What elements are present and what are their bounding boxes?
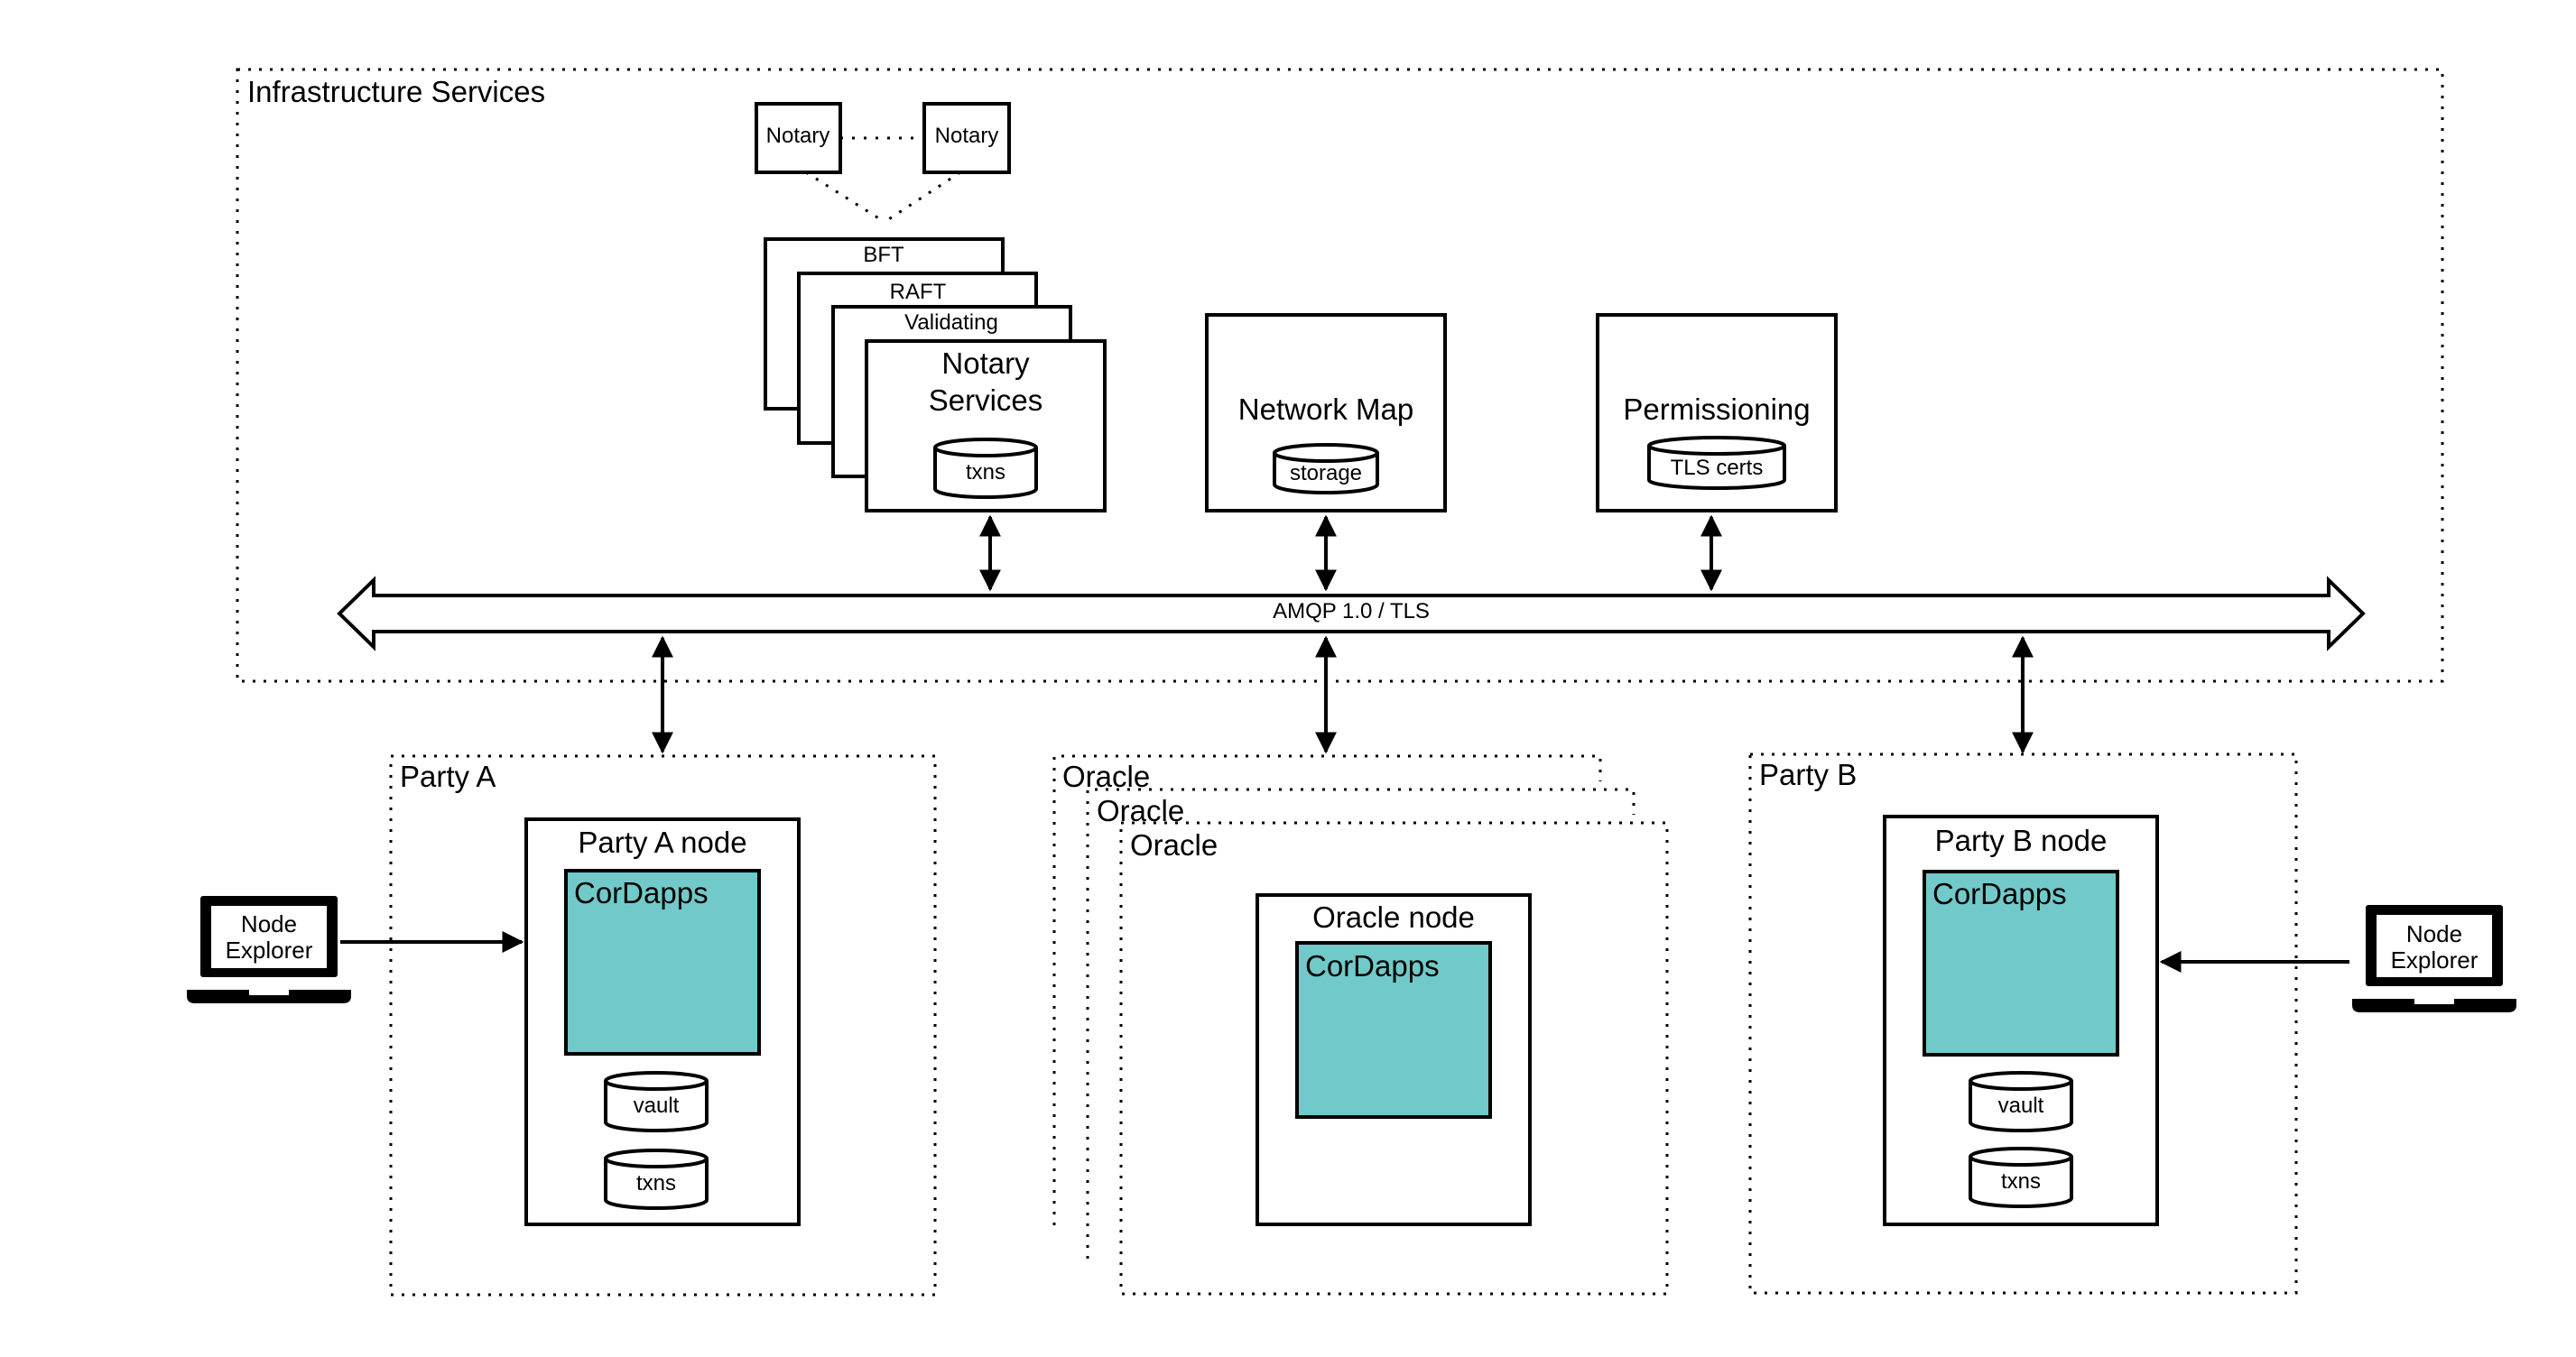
notary-b-label: Notary bbox=[935, 124, 999, 148]
raft-label: RAFT bbox=[890, 280, 947, 304]
infrastructure-services-group: Infrastructure Services Notary Notary BF… bbox=[236, 68, 2444, 683]
amqp-bus-label: AMQP 1.0 / TLS bbox=[1273, 599, 1430, 623]
oracle-label-front: Oracle bbox=[1130, 828, 1218, 862]
validating-label: Validating bbox=[904, 310, 998, 335]
database-icon bbox=[1273, 443, 1379, 494]
explorer-right-line1: Node bbox=[2406, 920, 2462, 947]
oracle-boundary-front bbox=[1119, 821, 1669, 1296]
oracle-group: Oracle Oracle Oracle Oracle node CorDapp… bbox=[1052, 754, 1669, 1296]
party-a-cordapps-box bbox=[564, 869, 761, 1056]
explorer-left-line2: Explorer bbox=[226, 937, 313, 964]
amqp-bus: AMQP 1.0 / TLS bbox=[337, 576, 2366, 651]
database-icon bbox=[604, 1149, 709, 1210]
network-map-service: Network Map storage bbox=[1205, 313, 1447, 512]
party-a-node-label: Party A node bbox=[578, 826, 746, 859]
party-b-cordapps-label: CorDapps bbox=[1932, 877, 2067, 910]
oracle-label-mid: Oracle bbox=[1097, 794, 1184, 827]
notary-link-right bbox=[884, 171, 961, 224]
laptop-icon bbox=[187, 896, 351, 1003]
party-b-node-label: Party B node bbox=[1935, 824, 2108, 857]
notary-cluster: Notary Notary bbox=[755, 102, 1011, 224]
notary-services-line1: Notary bbox=[941, 346, 1030, 380]
party-b-group: Party B Party B node CorDapps vault txns bbox=[1748, 752, 2298, 1295]
database-icon bbox=[933, 438, 1038, 499]
oracle-node-label: Oracle node bbox=[1312, 900, 1475, 934]
party-b-cordapps-box bbox=[1923, 870, 2119, 1057]
notary-a-label: Notary bbox=[766, 124, 830, 148]
infrastructure-label: Infrastructure Services bbox=[247, 75, 545, 108]
party-b-boundary bbox=[1748, 752, 2298, 1295]
explorer-right-line2: Explorer bbox=[2391, 946, 2479, 974]
node-explorer-left: Node Explorer bbox=[187, 896, 351, 1003]
notary-box-b bbox=[922, 102, 1011, 174]
permissioning-service: Permissioning TLS certs bbox=[1596, 313, 1838, 512]
database-icon bbox=[604, 1071, 709, 1132]
party-b-label: Party B bbox=[1759, 758, 1857, 791]
party-a-cordapps-label: CorDapps bbox=[574, 876, 709, 909]
notary-box-a bbox=[755, 102, 842, 174]
oracle-label-front-bg bbox=[1124, 826, 1230, 863]
oracle-label-back: Oracle bbox=[1062, 760, 1150, 793]
notary-link-left bbox=[805, 171, 885, 224]
node-explorer-right: Node Explorer bbox=[2352, 905, 2516, 1012]
bft-label: BFT bbox=[863, 243, 904, 267]
party-b-txns-label: txns bbox=[2001, 1169, 2041, 1194]
party-a-txns-label: txns bbox=[636, 1171, 676, 1195]
permissioning-db-label: TLS certs bbox=[1671, 456, 1764, 480]
party-a-vault-label: vault bbox=[634, 1094, 680, 1118]
database-icon bbox=[1647, 436, 1786, 490]
oracle-cordapps-label: CorDapps bbox=[1305, 949, 1440, 983]
party-a-label: Party A bbox=[400, 760, 496, 793]
database-icon bbox=[1969, 1071, 2073, 1132]
party-b-vault-label: vault bbox=[1998, 1094, 2044, 1118]
notary-services-stack: BFT RAFT Validating Notary Services txns bbox=[764, 237, 1107, 512]
party-a-group: Party A Party A node CorDapps vault txns bbox=[389, 754, 937, 1297]
permissioning-label: Permissioning bbox=[1623, 392, 1810, 426]
database-icon bbox=[1969, 1147, 2073, 1208]
notary-db-label: txns bbox=[966, 460, 1005, 485]
laptop-icon bbox=[2352, 905, 2516, 1012]
network-map-db-label: storage bbox=[1290, 461, 1362, 485]
network-map-label: Network Map bbox=[1238, 392, 1413, 426]
notary-services-line2: Services bbox=[929, 383, 1043, 417]
oracle-cordapps-box bbox=[1295, 941, 1492, 1119]
explorer-left-line1: Node bbox=[241, 910, 297, 937]
party-a-boundary bbox=[389, 754, 937, 1297]
